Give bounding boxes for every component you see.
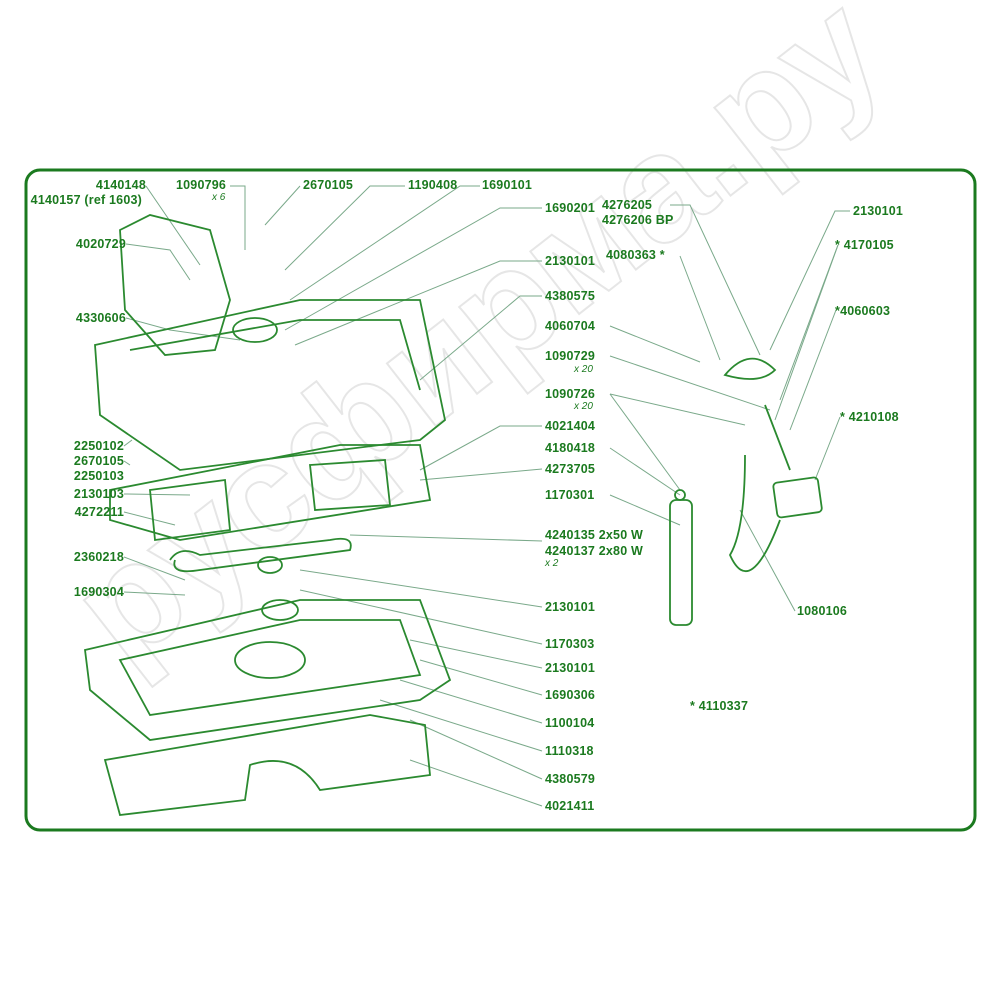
part-label: 4140148 (95, 178, 146, 192)
part-label: 2130101 (853, 204, 904, 218)
part-label: 2130101 (545, 254, 596, 268)
part-label: 4380579 (545, 772, 596, 786)
part-label: 1690101 (482, 178, 533, 192)
part-label: 4140157 (ref 1603) (30, 193, 142, 207)
part-label: 2250102 (73, 439, 124, 453)
part-label: 1690304 (73, 585, 124, 599)
gasket-4021404 (109, 444, 432, 541)
frame (24, 168, 977, 832)
part-label: 1080106 (797, 604, 848, 618)
part-label: 1190408 (408, 178, 458, 192)
part-label: 4021411 (545, 799, 595, 813)
rod-1170301 (669, 499, 693, 626)
part-label: 1110318 (545, 744, 594, 758)
feeder-hopper (119, 214, 231, 356)
quantity-note: x 20 (574, 401, 593, 412)
part-label: 2130103 (73, 487, 124, 501)
part-label: 2130101 (545, 600, 596, 614)
cable-1080106 (728, 454, 781, 573)
part-label: 1090729 (545, 349, 596, 363)
part-label: 4276206 BP (602, 213, 674, 227)
part-label: 4020729 (75, 237, 126, 251)
part-label: 1690201 (545, 201, 596, 215)
part-label: * 4110337 (690, 699, 749, 713)
part-label: 2670105 (73, 454, 124, 468)
part-label: *4060603 (835, 304, 891, 318)
part-label: 1170301 (545, 488, 595, 502)
part-label: 1100104 (545, 716, 595, 730)
part-label: 2130101 (545, 661, 596, 675)
part-label: 4273705 (545, 462, 596, 476)
part-label: 1090726 (545, 387, 596, 401)
control-box (772, 476, 823, 519)
parts (84, 214, 823, 816)
thermostat-head (723, 357, 777, 380)
leader-lines (123, 185, 850, 807)
part-label: 2360218 (73, 550, 124, 564)
part-label: 4276205 (602, 198, 653, 212)
top-tray (94, 299, 446, 471)
part-label: 4330606 (75, 311, 126, 325)
center-ring (232, 317, 278, 343)
base-tray (84, 599, 452, 741)
heating-element (169, 537, 352, 573)
part-label: 4272211 (74, 505, 124, 519)
part-label: 1690306 (545, 688, 596, 702)
part-label: 1170303 (545, 637, 595, 651)
quantity-note: x 20 (574, 364, 593, 375)
gasket-4021411 (103, 714, 431, 816)
quantity-note: x 6 (212, 192, 226, 203)
part-label: 4060704 (545, 319, 596, 333)
part-label: 4380575 (545, 289, 596, 303)
part-label: 4080363 * (606, 248, 665, 262)
part-label: 2670105 (303, 178, 354, 192)
part-label: 2250103 (73, 469, 124, 483)
part-label: * 4170105 (835, 238, 894, 252)
part-label: * 4210108 (840, 410, 899, 424)
sleeve-1170303 (257, 556, 283, 574)
part-label: 4240135 2x50 W (545, 528, 644, 542)
part-label: 1090796 (176, 178, 227, 192)
part-label: 4180418 (545, 441, 596, 455)
probe (764, 404, 791, 471)
quantity-note: x 2 (545, 558, 559, 569)
part-label: 4021404 (545, 419, 596, 433)
part-label: 4240137 2x80 W (545, 544, 644, 558)
